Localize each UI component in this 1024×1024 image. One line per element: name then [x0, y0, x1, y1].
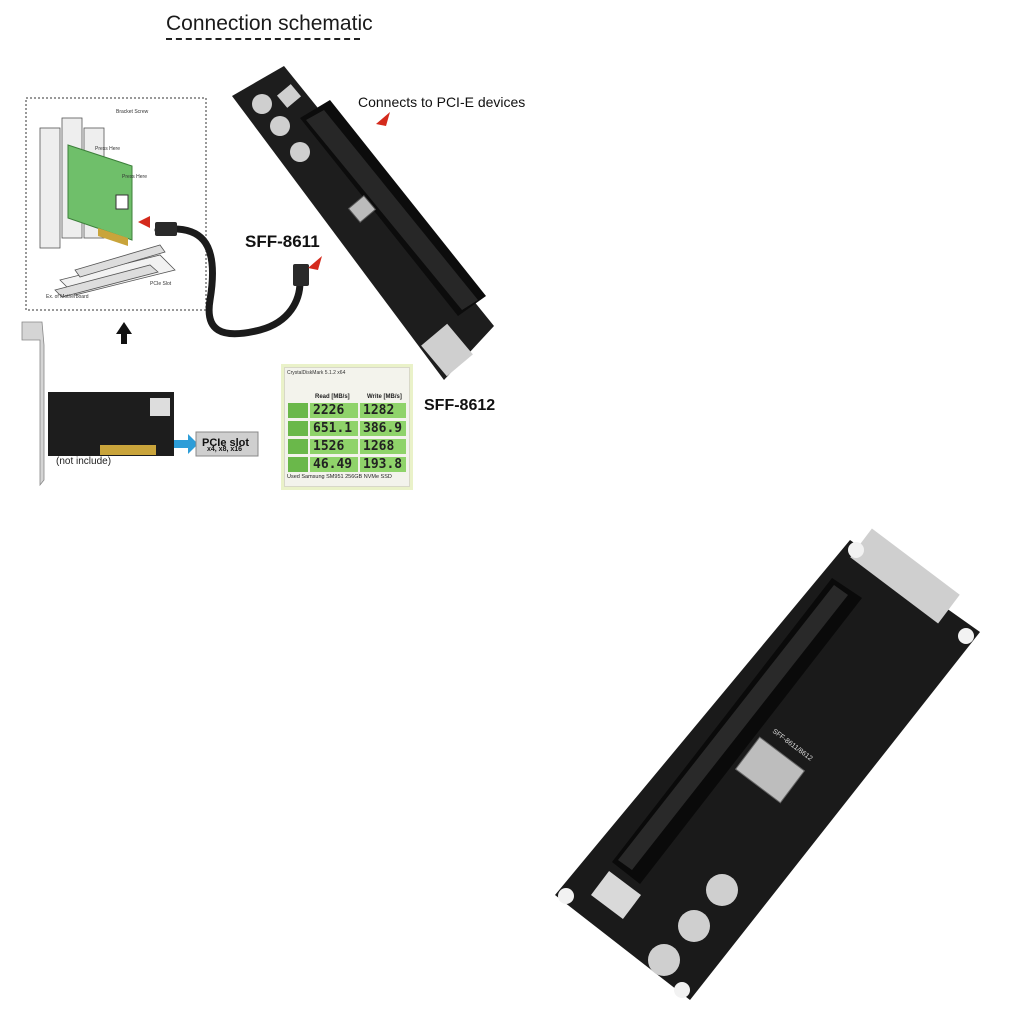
not-include-label: (not include): [56, 456, 112, 467]
read-value: 651.1: [313, 421, 353, 436]
write-cell: [360, 457, 406, 472]
bracket-card: [21, 321, 174, 487]
sketch-annotations: Bracket Screw Press Here Press Here PCIe…: [46, 109, 172, 300]
svg-text:Press Here: Press Here: [122, 174, 147, 180]
write-value: 1268: [363, 439, 395, 454]
pcie-slot-graphic: [195, 431, 259, 457]
read-header: Read [MB/s]: [315, 394, 350, 400]
read-value: 46.49: [313, 457, 353, 472]
up-arrow-icon: [116, 322, 132, 344]
read-value: 2226: [313, 403, 345, 418]
svg-text:Bracket Screw: Bracket Screw: [116, 109, 149, 115]
write-header: Write [MB/s]: [367, 394, 402, 400]
cable-connector-right: [293, 264, 309, 286]
read-cell: [310, 457, 358, 472]
slot-sizes-label: x4, x8, x16: [207, 446, 243, 453]
benchmark-screenshot: CrystalDiskMark 5.1.2 x64 Read [MB/s] Wr…: [284, 367, 410, 487]
blue-arrow-icon: [174, 434, 198, 454]
row-label: [288, 439, 308, 454]
pcie-devices-label: Connects to PCI-E devices: [358, 94, 526, 110]
pcie-card-green: [67, 144, 133, 246]
read-value: 1526: [313, 439, 345, 454]
motherboard-box: [25, 97, 207, 311]
svg-text:Ex. of Motherboard: Ex. of Motherboard: [46, 294, 89, 300]
write-value: 193.8: [363, 457, 403, 472]
row-label: [288, 421, 308, 436]
read-cell: [310, 439, 358, 454]
page-title: Connection schematic: [166, 12, 373, 35]
cable-connector-left: [155, 222, 177, 236]
write-value: 1282: [363, 403, 395, 418]
sff-8612-label: SFF-8612: [424, 397, 496, 414]
sff-cable: [154, 225, 304, 338]
sff-8611-label: SFF-8611: [245, 232, 320, 251]
red-arrow-icon: [308, 256, 322, 270]
read-cell: [310, 403, 358, 418]
read-cell: [310, 421, 358, 436]
write-value: 386.9: [363, 421, 403, 436]
write-cell: [360, 439, 406, 454]
write-cell: [360, 403, 406, 418]
row-label: [288, 403, 308, 418]
adapter-board-top: [232, 66, 494, 380]
benchmark-footer: Used Samsung SM951 256GB NVMe SSD: [287, 474, 392, 480]
svg-text:Press Here: Press Here: [95, 146, 120, 152]
benchmark-window-title: CrystalDiskMark 5.1.2 x64: [287, 370, 346, 376]
title-underline: [166, 38, 360, 40]
svg-text:PCIe Slot: PCIe Slot: [150, 281, 172, 287]
pcie-slot-label: PCIe slot: [202, 437, 250, 449]
red-arrow-icon: [138, 216, 150, 228]
write-cell: [360, 421, 406, 436]
row-label: [288, 457, 308, 472]
adapter-board-bottom: SFF-8611/8612: [555, 528, 980, 1000]
red-arrow-icon: [376, 112, 390, 126]
